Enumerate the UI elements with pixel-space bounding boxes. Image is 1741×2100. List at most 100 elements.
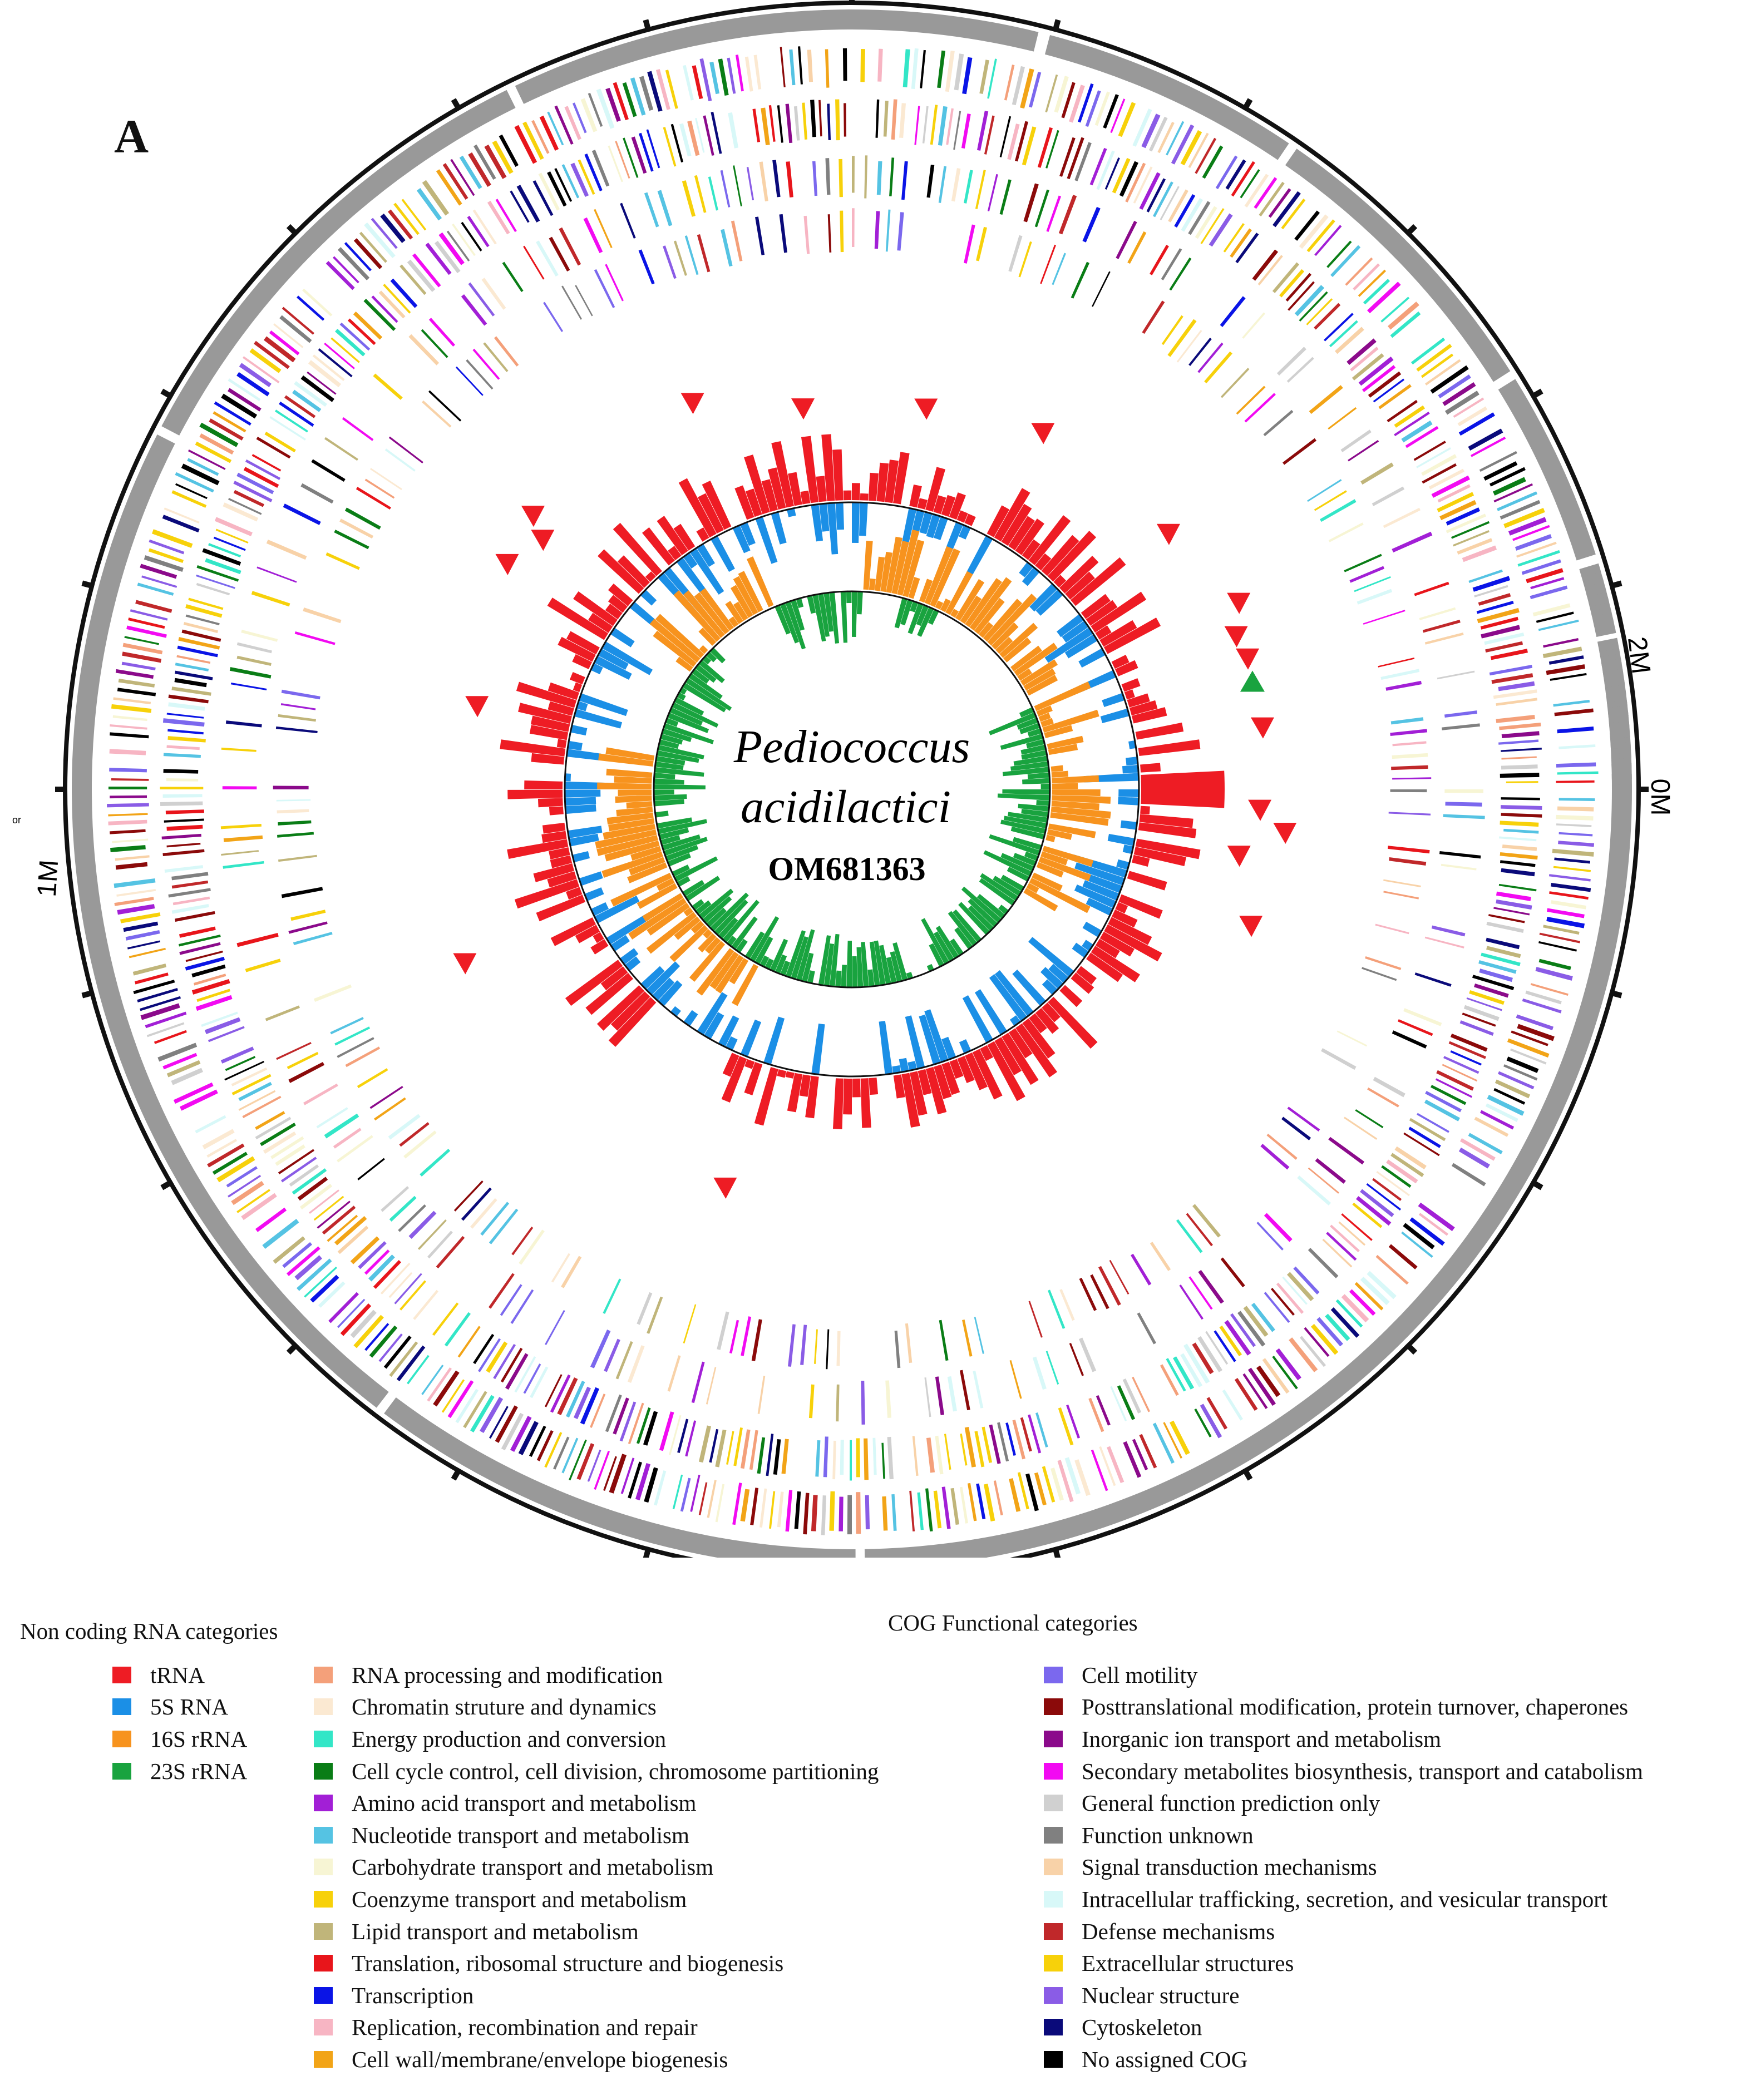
cog-feature-bar — [982, 1426, 993, 1463]
trna-marker — [465, 696, 489, 718]
cog-feature-bar — [789, 49, 796, 86]
5s-bar — [994, 970, 1034, 1017]
cog-feature-bar — [699, 58, 712, 102]
cog-feature-bar — [698, 1425, 711, 1463]
cog-feature-bar — [726, 1431, 734, 1465]
cog-feature-bar — [135, 600, 172, 613]
cog-feature-bar — [202, 1129, 235, 1150]
cog-feature-bar — [474, 144, 496, 180]
16s-bar — [704, 937, 721, 954]
cog-feature-bar — [228, 498, 262, 515]
5s-bar — [1048, 963, 1069, 984]
cog-feature-bar — [281, 887, 323, 898]
5s-bar — [584, 887, 604, 901]
cog-feature-bar — [1517, 550, 1560, 567]
5s-bar — [1064, 634, 1098, 659]
cog-feature-bar — [1089, 147, 1107, 186]
cog-feature-bar — [732, 1483, 742, 1525]
23s-bar — [1022, 778, 1050, 784]
trna-bar — [558, 636, 596, 662]
cog-feature-bar — [191, 979, 230, 995]
23s-bar — [709, 648, 726, 664]
cog-feature-bar — [1372, 1178, 1402, 1201]
cog-feature-bar — [1490, 649, 1528, 660]
16s-bar — [1050, 765, 1063, 772]
16s-bar — [995, 636, 1013, 654]
23s-bar — [1018, 803, 1049, 812]
5s-bar — [966, 535, 993, 575]
cog-feature-bar — [1309, 385, 1343, 414]
cog-feature-bar — [1421, 353, 1454, 378]
5s-bar — [1019, 562, 1034, 577]
cog-feature-bar — [162, 1053, 198, 1070]
cog-feature-bar — [127, 940, 161, 950]
cog-feature-bar — [293, 932, 333, 945]
backbone-segment — [161, 90, 516, 436]
cog-feature-bar — [364, 1323, 389, 1351]
cog-feature-bar — [735, 55, 744, 92]
cog-feature-bar — [422, 400, 452, 428]
cog-feature-bar — [729, 1320, 739, 1354]
23s-bar — [655, 811, 669, 818]
23s-bar — [770, 938, 788, 972]
cog-feature-bar — [1304, 1327, 1330, 1357]
cog-feature-bar — [609, 1454, 627, 1494]
5s-bar — [579, 871, 603, 886]
trna-bar — [1104, 924, 1162, 962]
cog-feature-bar — [1046, 195, 1062, 232]
cog-feature-bar — [1390, 1153, 1424, 1177]
cog-feature-bar — [1314, 490, 1347, 511]
cog-feature-bar — [356, 487, 391, 510]
5s-bar — [572, 851, 590, 863]
5s-bar — [579, 693, 628, 717]
cog-feature-bar — [1383, 879, 1421, 888]
trna-bar — [1103, 617, 1161, 654]
cog-feature-bar — [455, 1389, 479, 1424]
cog-feature-bar — [353, 238, 383, 269]
16s-bar — [978, 622, 994, 638]
backbone-segment — [71, 434, 389, 1408]
cog-feature-bar — [1131, 1253, 1152, 1286]
cog-feature-bar — [812, 161, 818, 196]
trna-bar — [697, 493, 724, 534]
cog-feature-bar — [670, 123, 684, 163]
cog-feature-bar — [1394, 412, 1430, 437]
cog-feature-bar — [1417, 1113, 1449, 1133]
5s-bar — [926, 513, 940, 538]
cog-feature-bar — [1413, 441, 1446, 461]
cog-feature-bar — [369, 1085, 403, 1109]
cog-feature-bar — [263, 1131, 297, 1154]
cog-feature-bar — [400, 264, 427, 295]
cog-feature-bar — [1392, 1030, 1427, 1049]
histogram-baseline-circle — [564, 501, 1140, 1078]
23s-bar — [657, 750, 699, 763]
cog-feature-bar — [113, 697, 151, 704]
cog-feature-bar — [502, 261, 524, 293]
cog-feature-bar — [371, 295, 398, 323]
cog-feature-bar — [269, 416, 306, 441]
23s-bar — [663, 723, 714, 744]
cog-feature-bar — [1383, 507, 1421, 528]
16s-bar — [1051, 801, 1099, 811]
cog-feature-bar — [935, 1376, 944, 1415]
cog-feature-bar — [1231, 161, 1255, 197]
cog-feature-bar — [690, 1474, 701, 1512]
cog-feature-bar — [1483, 461, 1518, 481]
scale-tick — [643, 19, 652, 33]
cog-feature-bar — [1497, 491, 1538, 511]
cog-feature-bar — [1306, 219, 1335, 253]
cog-feature-bar — [1110, 1386, 1127, 1421]
cog-feature-bar — [1035, 1412, 1048, 1448]
cog-feature-bar — [594, 1451, 610, 1490]
16s-bar — [606, 768, 653, 778]
trna-marker — [531, 530, 555, 551]
cog-feature-bar — [1272, 1355, 1298, 1390]
cog-feature-bar — [1457, 406, 1488, 427]
origin-label: or — [12, 814, 21, 826]
cog-feature-bar — [1477, 607, 1520, 624]
legend-swatch — [314, 1698, 333, 1716]
cog-feature-bar — [1496, 698, 1538, 706]
trna-marker — [495, 554, 519, 575]
5s-bar — [606, 913, 650, 945]
trna-bar — [529, 725, 569, 740]
